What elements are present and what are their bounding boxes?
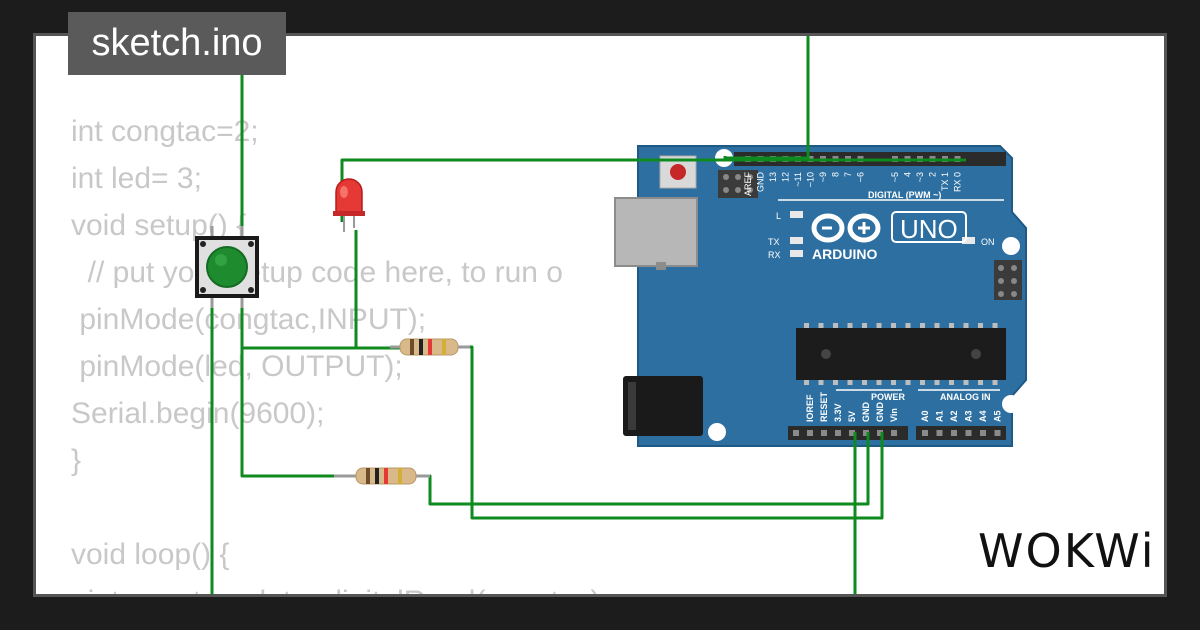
led-label-l: L [776,211,781,221]
onboard-leds [790,211,975,257]
analog-label: ANALOG IN [940,392,991,402]
power-pin-label: 5V [847,411,857,422]
analog-pin [994,430,1001,436]
analog-pin-label: A0 [920,410,930,422]
power-pin [877,430,883,436]
code-line: Serial.begin(9600); [71,397,325,430]
power-pin-label: GND [875,402,885,423]
led-label-tx: TX [768,237,780,247]
code-line: pinMode(led, OUTPUT); [71,350,403,383]
analog-pin [936,430,943,436]
board-brand: ARDUINO [812,246,877,262]
usb-port [614,197,698,267]
analog-pin [980,430,986,436]
resistor-1[interactable] [390,338,470,356]
analog-pin [965,430,972,436]
power-pin [863,430,869,436]
red-led[interactable] [333,178,365,232]
digital-pin-label: ~6 [856,172,866,182]
digital-pin-label: 7 [843,172,853,177]
power-pin [835,430,841,436]
digital-pin-label: AREF [743,172,753,197]
digital-pin-label: RX 0 [953,172,963,192]
digital-pin-label: 4 [903,172,913,177]
digital-pin-label: ~10 [806,172,816,187]
file-tab[interactable]: sketch.ino [68,12,286,75]
wokwi-logo: WOKWi [978,524,1156,578]
icsp-header-2 [994,260,1022,300]
power-pin-label: IOREF [805,394,815,422]
analog-pin [951,430,957,436]
arduino-logo-icon [811,213,881,243]
digital-pin-label: ~3 [915,172,925,182]
icsp-header [718,170,758,198]
digital-pin-label: ~5 [890,172,900,182]
wire-button-right [240,296,402,350]
analog-header [916,426,1006,440]
analog-pin-label: A5 [993,410,1003,422]
wire-button-r2 [240,348,344,478]
power-label: POWER [871,392,906,402]
digital-header-label: DIGITAL (PWM ~) [868,190,941,200]
power-pin [891,430,897,436]
power-pin [793,430,799,436]
power-pin-label: 3.3V [833,403,843,422]
digital-pin-label: ~11 [793,172,803,187]
code-line: } [71,444,82,477]
code-preview: int congtac=2;int led= 3;void setup() { … [71,108,609,594]
analog-pin-label: A4 [978,410,988,422]
power-header [788,426,908,440]
wire-pin2 [723,36,810,160]
power-pin-label: GND [861,402,871,423]
analog-pin-label: A1 [935,410,945,422]
digital-pin-label: 13 [768,172,778,182]
analog-pin-label: A3 [964,410,974,422]
power-pin [821,430,827,436]
power-pin [807,430,813,436]
on-label: ON [981,237,995,247]
code-line: int congtac=2; [71,115,259,148]
digital-pin-label: GND [756,172,766,193]
power-pin [849,430,855,436]
resistor-2[interactable] [334,467,430,485]
code-line: pinMode(congtac,INPUT); [71,303,427,336]
code-line: void loop() { [71,538,230,571]
push-button[interactable] [195,226,259,308]
digital-pin-label: 2 [928,172,938,177]
analog-pin-label: A2 [949,410,959,422]
digital-pin-label: 8 [831,172,841,177]
power-pin-label: Vin [889,408,899,422]
led-label-rx: RX [768,250,781,260]
digital-pin-label: 12 [781,172,791,182]
board-model: UNO [900,214,958,244]
code-line: int congtac_data=digitalRead(congtac); [71,578,609,594]
power-jack [623,376,703,436]
code-line: int led= 3; [71,162,202,195]
digital-pin-label: ~9 [818,172,828,182]
digital-pin-label: TX 1 [940,172,950,191]
analog-pin [922,430,928,436]
power-pin-label: RESET [819,391,829,422]
